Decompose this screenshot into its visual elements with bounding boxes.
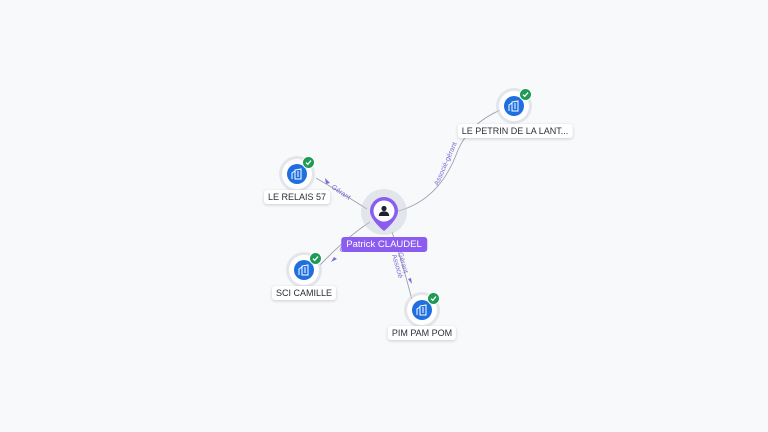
arrow-head-icon: [325, 178, 330, 184]
edge-label-petrin: Associé-gérant: [433, 141, 458, 187]
building-icon: [291, 168, 302, 180]
building-icon: [508, 100, 519, 112]
company-node-pimpam[interactable]: [407, 292, 440, 325]
person-node[interactable]: [361, 189, 407, 235]
building-icon: [298, 264, 309, 276]
company-label-relais[interactable]: LE RELAIS 57: [263, 190, 331, 204]
company-disc: [294, 260, 314, 280]
company-node-petrin[interactable]: [499, 88, 532, 121]
check-icon: [519, 88, 532, 101]
company-disc: [412, 300, 432, 320]
person-icon: [370, 197, 398, 231]
company-label-camille[interactable]: SCI CAMILLE: [271, 286, 337, 300]
edge-petrin: [397, 104, 515, 212]
check-icon: [302, 156, 315, 169]
check-icon: [427, 292, 440, 305]
company-node-relais[interactable]: [282, 156, 315, 189]
company-disc: [287, 164, 307, 184]
person-label[interactable]: Patrick CLAUDEL: [341, 237, 427, 252]
edge-label-relais: Gérant: [330, 184, 352, 202]
building-icon: [416, 304, 427, 316]
company-disc: [504, 96, 524, 116]
edge-relais: [315, 177, 368, 210]
arrow-head-icon: [408, 278, 412, 284]
company-node-camille[interactable]: [289, 252, 322, 285]
check-icon: [309, 252, 322, 265]
company-label-petrin[interactable]: LE PETRIN DE LA LANT...: [457, 124, 573, 138]
company-label-pimpam[interactable]: PIM PAM POM: [387, 326, 457, 340]
arrow-head-icon: [331, 257, 337, 262]
